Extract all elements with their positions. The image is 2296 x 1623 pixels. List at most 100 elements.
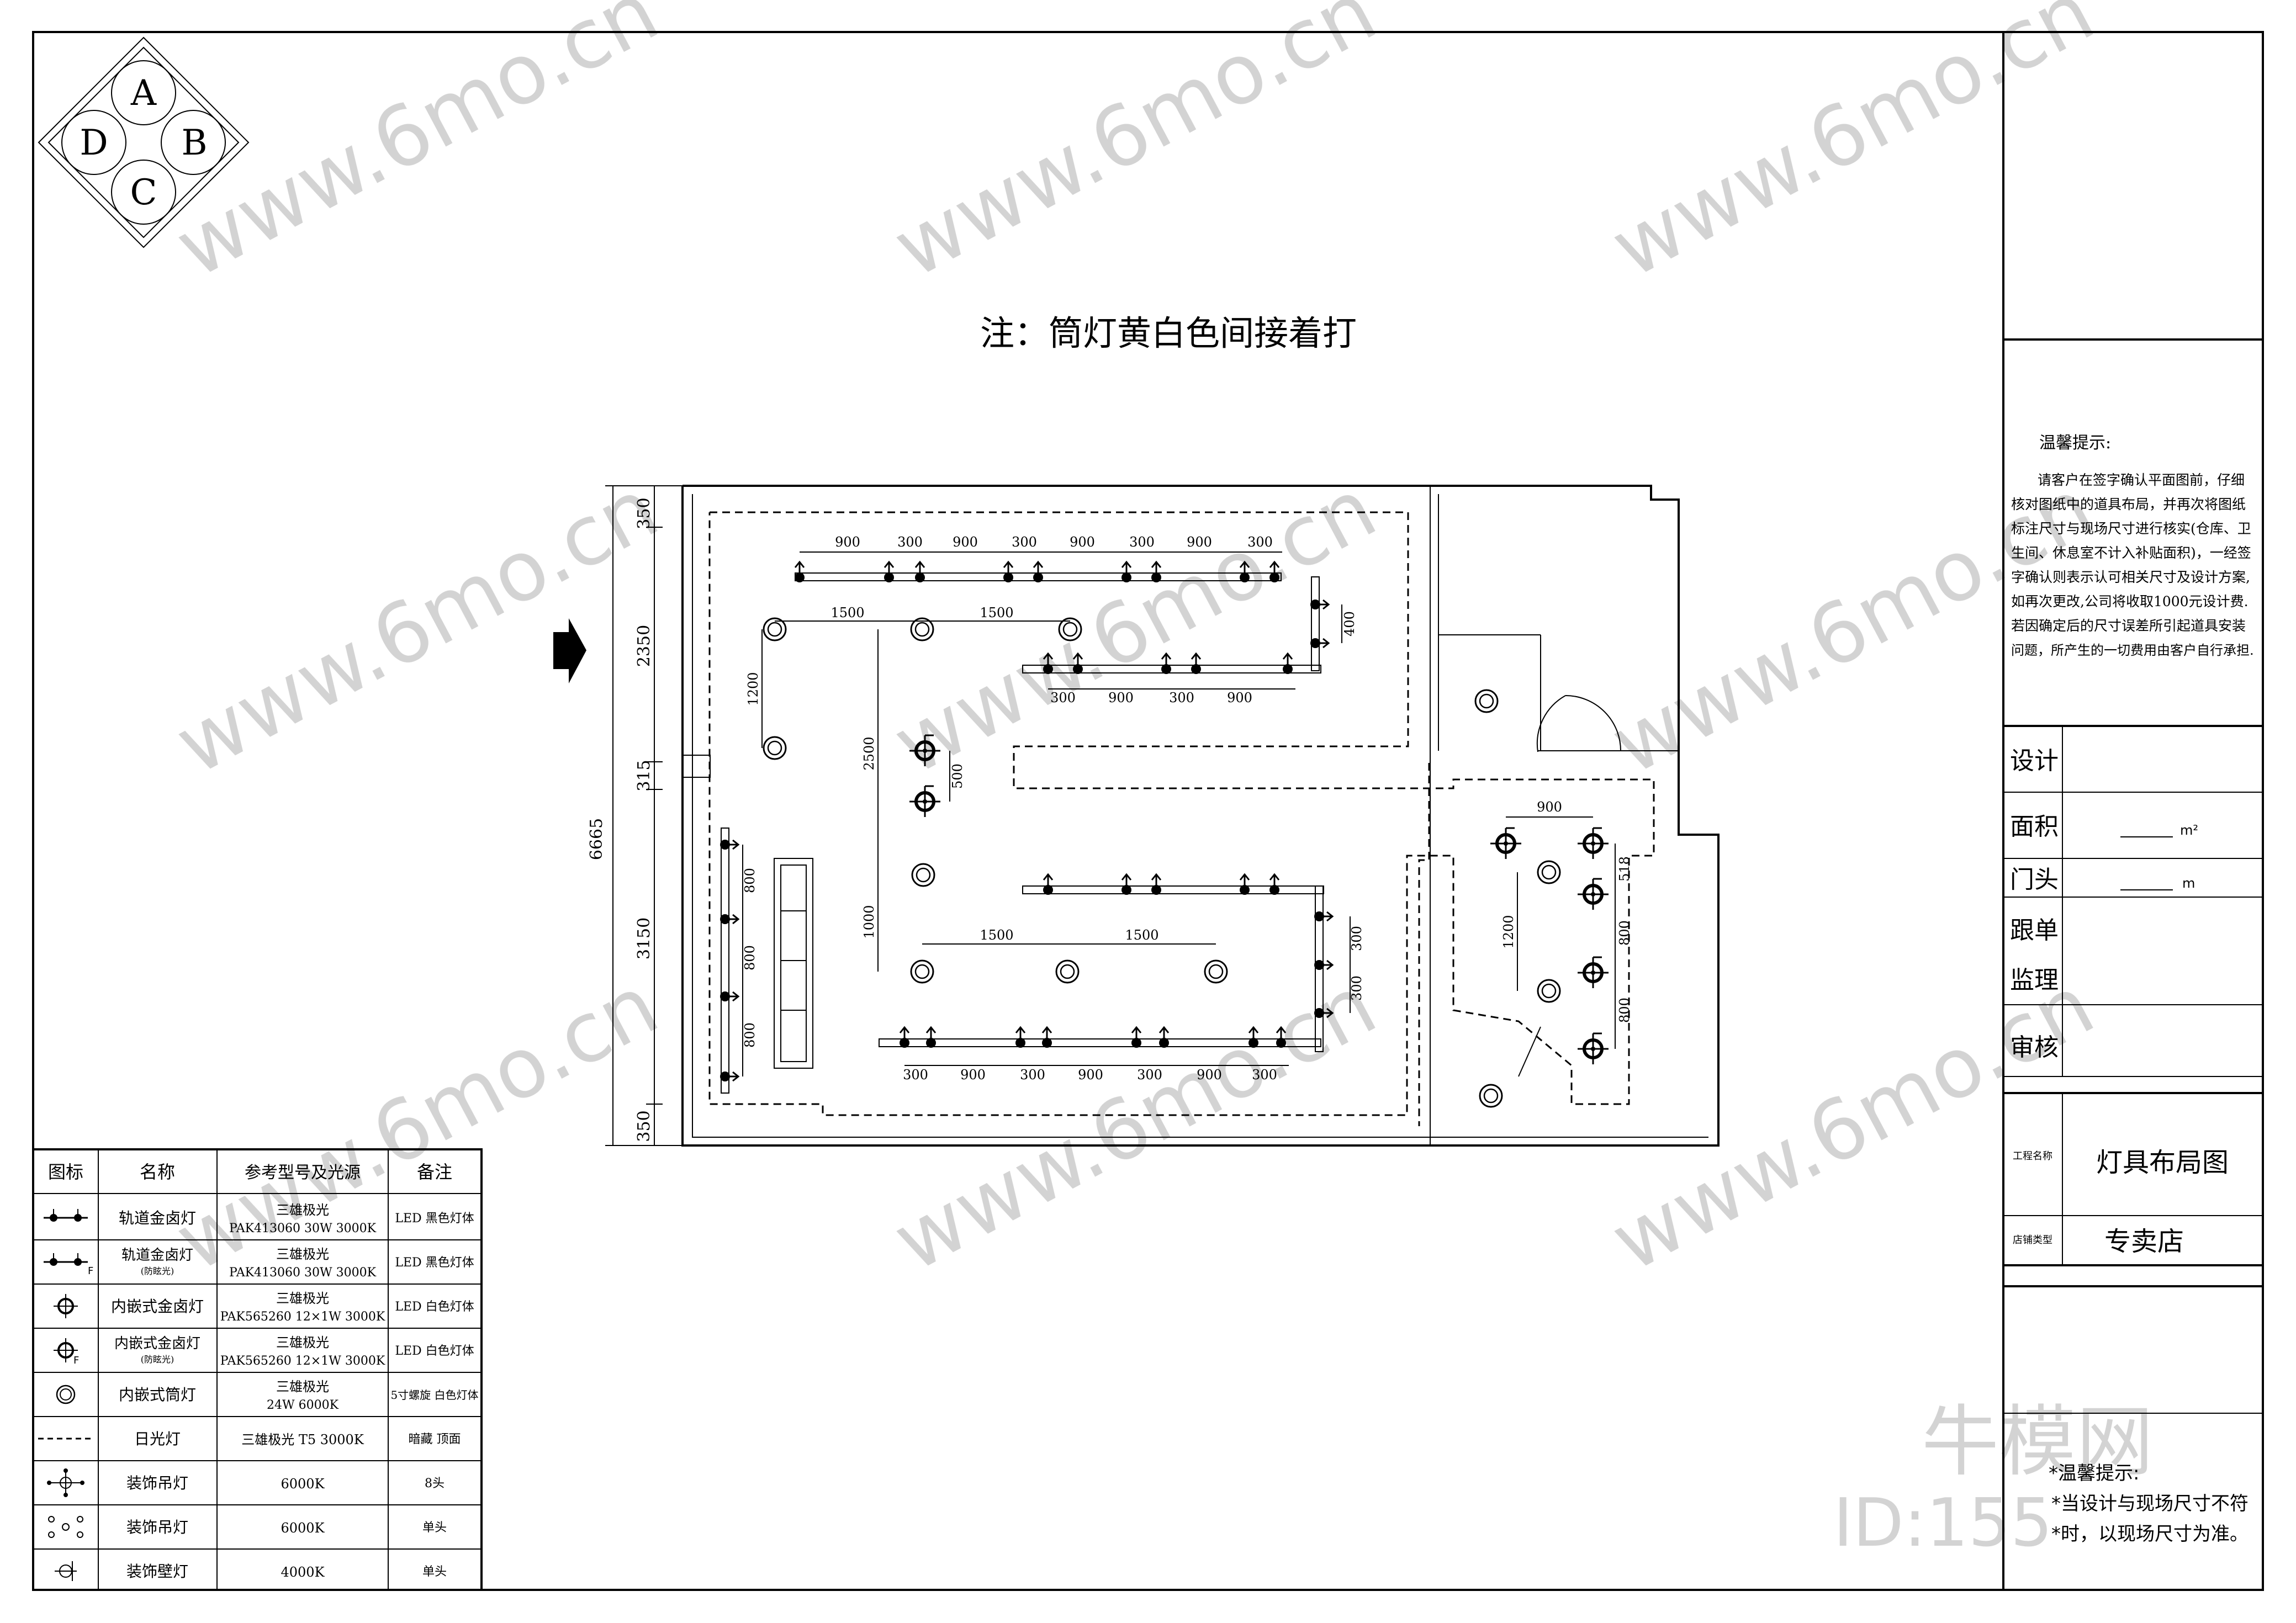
legend-icon-chandelier-8 xyxy=(47,1468,84,1497)
svg-text:800: 800 xyxy=(742,1022,758,1048)
svg-text:PAK413060 30W 3000K: PAK413060 30W 3000K xyxy=(229,1266,377,1280)
tip-title: 温馨提示: xyxy=(2039,433,2111,453)
svg-text:暗藏 顶面: 暗藏 顶面 xyxy=(409,1433,461,1446)
svg-text:3150: 3150 xyxy=(634,917,654,959)
svg-text:(防眩光): (防眩光) xyxy=(141,1266,174,1276)
svg-text:300: 300 xyxy=(1137,1067,1162,1083)
svg-text:900: 900 xyxy=(1227,690,1252,706)
legend-icon-recessed-antiglare: F xyxy=(54,1338,79,1366)
svg-text:300: 300 xyxy=(1129,534,1155,550)
entrance-arrow xyxy=(553,618,586,683)
svg-text:PAK565260 12×1W 3000K: PAK565260 12×1W 3000K xyxy=(220,1354,385,1368)
svg-text:如再次更改,公司将收取1000元设计费.: 如再次更改,公司将收取1000元设计费. xyxy=(2011,593,2249,609)
watermark-id: ID:155 xyxy=(1833,1485,2052,1562)
svg-text:LED 黑色灯体: LED 黑色灯体 xyxy=(395,1256,474,1270)
legend-header-note: 备注 xyxy=(417,1161,452,1182)
svg-text:900: 900 xyxy=(1197,1067,1222,1083)
svg-text:F: F xyxy=(73,1355,79,1366)
svg-text:三雄极光: 三雄极光 xyxy=(276,1247,329,1262)
legend-icon-track xyxy=(44,1209,88,1222)
svg-text:8头: 8头 xyxy=(425,1477,445,1491)
svg-text:www.6mo.cn: www.6mo.cn xyxy=(161,460,673,793)
svg-text:300: 300 xyxy=(1252,1067,1277,1083)
svg-text:装饰吊灯: 装饰吊灯 xyxy=(126,1518,188,1536)
dim-total: 6665 xyxy=(587,818,606,860)
svg-text:800: 800 xyxy=(742,868,758,893)
svg-text:300: 300 xyxy=(903,1067,928,1083)
svg-text:300: 300 xyxy=(1247,534,1273,550)
svg-text:标注尺寸与现场尺寸进行核实(仓库、卫: 标注尺寸与现场尺寸进行核实(仓库、卫 xyxy=(2011,521,2251,537)
svg-text:三雄极光 T5 3000K: 三雄极光 T5 3000K xyxy=(241,1432,364,1447)
svg-text:三雄极光: 三雄极光 xyxy=(276,1202,329,1218)
compass-c: C xyxy=(130,172,157,213)
svg-text:24W 6000K: 24W 6000K xyxy=(267,1398,339,1412)
svg-text:1200: 1200 xyxy=(745,672,761,706)
svg-text:请客户在签字确认平面图前，仔细: 请客户在签字确认平面图前，仔细 xyxy=(2038,472,2245,488)
svg-text:800: 800 xyxy=(1617,920,1632,946)
svg-text:315: 315 xyxy=(634,760,654,791)
label-review: 审核 xyxy=(2010,1033,2059,1062)
svg-text:300: 300 xyxy=(1020,1067,1045,1083)
svg-text:*时，以现场尺寸为准。: *时，以现场尺寸为准。 xyxy=(2051,1523,2249,1545)
svg-text:5寸螺旋 白色灯体: 5寸螺旋 白色灯体 xyxy=(390,1388,478,1402)
svg-text:装饰壁灯: 装饰壁灯 xyxy=(126,1562,188,1580)
legend-icon-recessed xyxy=(54,1294,78,1318)
compass-rose: A B C D xyxy=(38,36,250,248)
svg-text:工程名称: 工程名称 xyxy=(2013,1150,2052,1162)
legend-header-name: 名称 xyxy=(140,1161,175,1182)
svg-text:店铺类型: 店铺类型 xyxy=(2013,1234,2052,1246)
svg-text:300: 300 xyxy=(897,534,923,550)
downlights xyxy=(763,617,1561,1108)
svg-text:字确认则表示认可相关尺寸及设计方案,: 字确认则表示认可相关尺寸及设计方案, xyxy=(2011,569,2250,585)
svg-text:若因确定后的尺寸误差所引起道具安装: 若因确定后的尺寸误差所引起道具安装 xyxy=(2011,618,2246,634)
svg-text:900: 900 xyxy=(835,534,860,550)
svg-text:500: 500 xyxy=(950,763,965,789)
svg-text:350: 350 xyxy=(634,497,654,529)
watermark: www.6mo.cn www.6mo.cn www.6mo.cn www.6mo… xyxy=(161,0,2154,1562)
legend-icon-chandelier-single xyxy=(48,1516,83,1538)
svg-text:300: 300 xyxy=(1050,690,1076,706)
title-block: 温馨提示: 请客户在签字确认平面图前，仔细 核对图纸中的道具布局，并再次将图纸 … xyxy=(2002,32,2264,1591)
compass-d: D xyxy=(80,123,108,163)
svg-text:单头: 单头 xyxy=(422,1565,447,1579)
svg-text:2350: 2350 xyxy=(634,625,654,667)
watermark-site: www.6mo.cn xyxy=(161,0,673,296)
svg-text:(防眩光): (防眩光) xyxy=(141,1354,174,1365)
svg-text:m²: m² xyxy=(2180,823,2198,838)
project-name: 灯具布局图 xyxy=(2096,1147,2229,1178)
svg-text:生间、休息室不计入补贴面积)，一经签: 生间、休息室不计入补贴面积)，一经签 xyxy=(2011,545,2251,561)
svg-text:日光灯: 日光灯 xyxy=(134,1430,181,1448)
svg-text:900: 900 xyxy=(1078,1067,1103,1083)
compass-a: A xyxy=(130,73,157,114)
svg-text:800: 800 xyxy=(742,945,758,970)
svg-text:900: 900 xyxy=(1070,534,1095,550)
svg-text:300: 300 xyxy=(1349,975,1364,1001)
svg-text:900: 900 xyxy=(1108,690,1134,706)
watermark-brand: 牛模网 xyxy=(1922,1397,2154,1487)
compass-b: B xyxy=(181,123,207,163)
svg-text:1500: 1500 xyxy=(980,927,1013,943)
svg-text:LED 白色灯体: LED 白色灯体 xyxy=(395,1300,474,1314)
svg-text:300: 300 xyxy=(1012,534,1037,550)
svg-text:www.6mo.cn: www.6mo.cn xyxy=(879,0,1390,296)
svg-text:www.6mo.cn: www.6mo.cn xyxy=(1596,0,2108,296)
svg-text:1500: 1500 xyxy=(830,605,864,620)
label-follow: 跟单 xyxy=(2010,916,2059,945)
svg-text:300: 300 xyxy=(1349,926,1364,951)
svg-text:900: 900 xyxy=(953,534,978,550)
svg-text:900: 900 xyxy=(1187,534,1212,550)
legend-icon-wall-lamp xyxy=(55,1561,77,1581)
svg-text:轨道金卤灯: 轨道金卤灯 xyxy=(119,1209,196,1227)
svg-text:内嵌式金卤灯: 内嵌式金卤灯 xyxy=(111,1297,204,1316)
svg-text:*温馨提示:: *温馨提示: xyxy=(2049,1462,2139,1484)
svg-text:800: 800 xyxy=(1617,998,1632,1023)
svg-text:6000K: 6000K xyxy=(281,1520,325,1536)
legend-header-model: 参考型号及光源 xyxy=(245,1163,361,1182)
svg-text:400: 400 xyxy=(1342,611,1357,637)
svg-text:问题，所产生的一切费用由客户自行承担.: 问题，所产生的一切费用由客户自行承担. xyxy=(2011,643,2254,658)
svg-text:内嵌式金卤灯: 内嵌式金卤灯 xyxy=(114,1335,200,1352)
svg-text:www.6mo.cn: www.6mo.cn xyxy=(879,957,1390,1290)
svg-text:2500: 2500 xyxy=(861,736,877,770)
label-design: 设计 xyxy=(2010,747,2059,775)
